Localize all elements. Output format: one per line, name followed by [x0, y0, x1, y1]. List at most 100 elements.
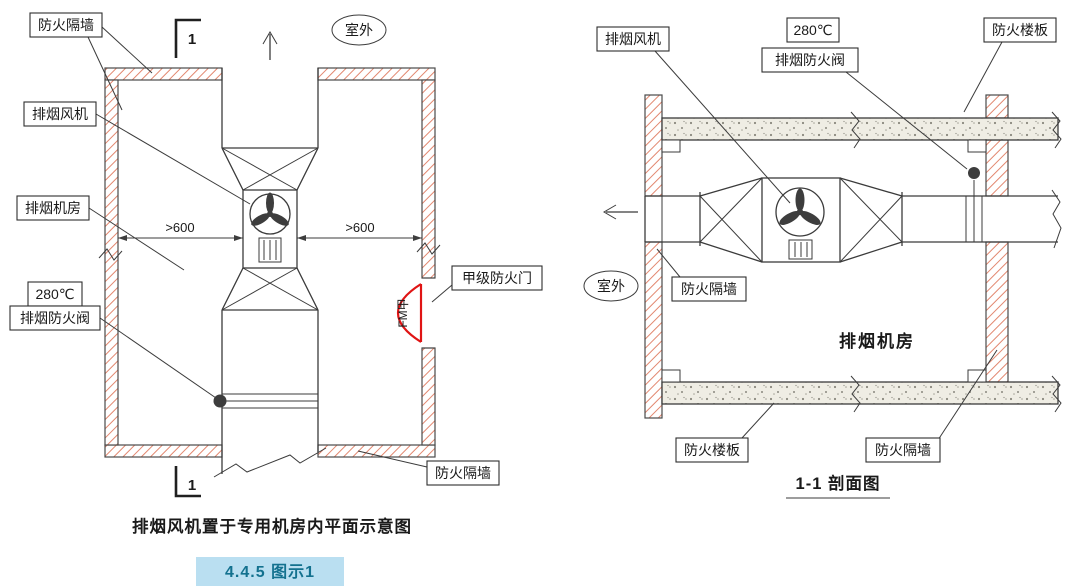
label-damper-temp: 280℃ — [793, 22, 832, 38]
transition-line — [839, 241, 903, 263]
section-cut-mark — [174, 18, 201, 58]
leader-line — [741, 402, 775, 439]
slab-notch — [661, 139, 681, 153]
fan-blades-icon — [779, 188, 821, 225]
transition-line — [221, 267, 244, 311]
slab-break-mark — [1051, 111, 1062, 149]
label-smoke-exhaust-room: 排烟机房 — [839, 331, 915, 351]
transition-brace — [839, 177, 903, 243]
wall-segment — [644, 94, 663, 197]
outdoor-ellipse — [583, 270, 639, 302]
door-swing-arc — [396, 283, 422, 343]
plan-section-marks: 1 1 — [174, 18, 201, 498]
plan-class-a-fire-door: FM甲 — [396, 283, 423, 343]
badge-background — [196, 557, 344, 586]
fan-blade — [251, 213, 270, 226]
label-box — [761, 47, 859, 73]
leader-line — [963, 41, 1003, 113]
wall-segment — [644, 241, 663, 419]
leader-line — [656, 248, 681, 278]
transition-line — [221, 147, 244, 191]
section-fire-partition-walls — [644, 94, 1009, 419]
label-smoke-exhaust-room: 排烟机房 — [25, 200, 81, 216]
fan-blade — [795, 188, 805, 212]
label-box — [16, 195, 90, 221]
plan-caption: 排烟风机置于专用机房内平面示意图 — [132, 516, 412, 536]
flow-arrow-head — [603, 204, 617, 220]
fan-blade — [779, 211, 800, 225]
wall-segment — [104, 79, 119, 446]
fan-blade — [800, 211, 821, 225]
plan-exhaust-duct-and-fan — [213, 31, 327, 478]
fan-hub — [796, 208, 804, 216]
dimension-text: >600 — [165, 220, 194, 235]
duct-break-mark — [213, 447, 327, 478]
leader-line — [357, 450, 428, 468]
section-cut-mark — [174, 466, 201, 498]
transition-brace — [242, 147, 319, 191]
section-caption: 1-1 剖面图 — [796, 473, 881, 493]
wall-break-mark — [416, 242, 441, 255]
leader-line — [431, 284, 453, 303]
fan-blade — [270, 213, 289, 226]
fan-motor-box — [788, 239, 813, 260]
plan-outdoor-bubble: 室外 — [331, 14, 387, 46]
floor-slab-bottom — [661, 381, 1059, 405]
leader-line — [937, 349, 998, 441]
dimension-arrow — [118, 235, 127, 241]
outdoor-label: 室外 — [597, 278, 625, 294]
wall-segment — [104, 67, 223, 81]
transition-line — [839, 177, 903, 197]
section-labels: 排烟风机 280℃ 排烟防火阀 防火楼板 防火隔墙 排烟机房 防火楼板 防火隔墙 — [596, 17, 1057, 463]
duct-break-mark — [1051, 189, 1062, 249]
wall-segment — [317, 67, 436, 81]
section-outdoor-bubble: 室外 — [583, 270, 639, 302]
label-smoke-fire-damper: 排烟防火阀 — [20, 310, 90, 326]
damper-actuator-dot — [213, 394, 227, 408]
fan-motor-box — [258, 237, 282, 263]
transition-line — [296, 267, 319, 311]
label-fire-floor-slab-bottom: 防火楼板 — [684, 442, 740, 458]
label-damper-temp: 280℃ — [35, 286, 74, 302]
label-box — [29, 12, 103, 38]
leader-line — [101, 26, 153, 74]
door-mark-text: FM甲 — [396, 298, 410, 327]
label-box — [865, 437, 941, 463]
label-fire-floor-slab-top: 防火楼板 — [992, 22, 1048, 38]
label-box — [983, 17, 1057, 43]
label-class-a-fire-door: 甲级防火门 — [462, 270, 532, 286]
wall-segment — [104, 444, 223, 458]
wall-segment — [421, 347, 436, 446]
plan-labels: 防火隔墙 排烟风机 排烟机房 280℃ 排烟防火阀 甲级防火门 防火隔墙 — [9, 12, 543, 486]
transition-brace — [221, 267, 298, 311]
label-box — [23, 101, 97, 127]
label-fire-partition-wall: 防火隔墙 — [38, 17, 94, 33]
transition-line — [699, 241, 763, 263]
slab-break-mark — [850, 111, 861, 149]
fan-blade — [266, 192, 274, 214]
transition-line — [296, 147, 319, 191]
slab-break-mark — [1051, 375, 1062, 413]
transition-brace — [839, 195, 903, 263]
leader-line — [95, 113, 251, 205]
transition-brace — [221, 147, 298, 191]
leader-line — [99, 317, 217, 399]
slab-notch — [661, 369, 681, 383]
transition-line — [699, 177, 763, 197]
leader-line — [87, 36, 123, 111]
plan-dimensions: >600 >600 — [118, 220, 422, 241]
wall-segment — [985, 94, 1009, 119]
label-box — [786, 17, 840, 43]
section-view: 室外 排烟风机 280℃ 排烟防火阀 防火楼板 防火隔墙 排烟机房 防火楼板 — [583, 17, 1062, 499]
transition-brace — [242, 267, 319, 311]
wall-break-mark — [98, 248, 123, 261]
leader-line — [88, 207, 185, 271]
label-fire-partition-wall-right: 防火隔墙 — [875, 442, 931, 458]
label-smoke-fire-damper: 排烟防火阀 — [775, 52, 845, 68]
slab-break-mark — [850, 375, 861, 413]
leader-line — [845, 71, 968, 170]
fan-blades-icon — [251, 192, 289, 226]
wall-segment — [985, 139, 1009, 197]
